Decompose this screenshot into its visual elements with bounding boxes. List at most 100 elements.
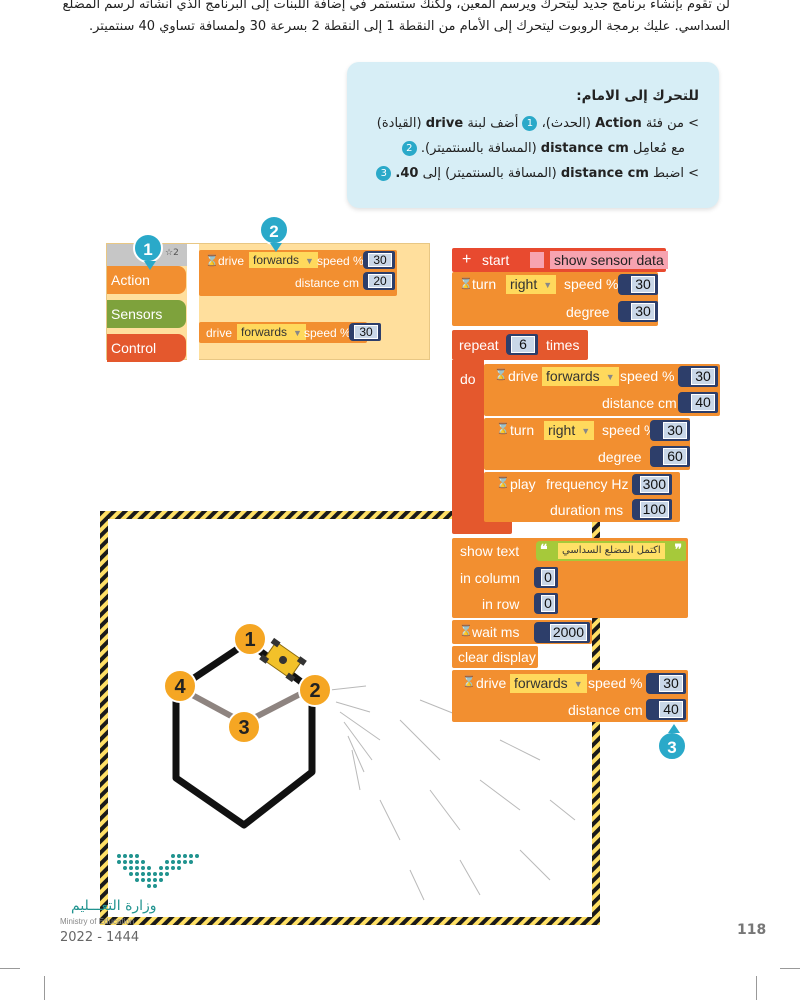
block-label: in row <box>482 596 520 612</box>
ministry-name-en: Ministry of Education <box>60 917 135 926</box>
speed-input[interactable]: 30 <box>650 420 690 441</box>
marker-pointer <box>270 243 282 252</box>
drive-block-2[interactable]: ⌛ drive forwards▼ speed % 30 distance cm… <box>452 670 688 722</box>
dropdown-arrow-icon: ▼ <box>305 255 314 266</box>
degree-input[interactable]: 30 <box>618 301 658 322</box>
direction-dropdown[interactable]: right▼ <box>544 421 595 440</box>
start-block[interactable]: + start show sensor data <box>452 248 668 272</box>
repeat-body: do <box>452 360 484 532</box>
input-value: 30 <box>691 368 715 385</box>
instruction-callout: للتحرك إلى الامام: > من فئة Action (الحد… <box>347 62 719 208</box>
input-value: 60 <box>663 448 687 465</box>
block-label: wait ms <box>472 624 520 640</box>
play-block[interactable]: ⌛ play frequency Hz 300 duration ms 100 <box>484 472 680 522</box>
callout-step-1-cont: مع مُعامِل distance cm (المسافة بالسنتمي… <box>359 136 699 161</box>
frequency-input[interactable]: 300 <box>632 474 672 495</box>
input-value: 30 <box>354 325 378 339</box>
dropdown-arrow-icon: ▼ <box>581 426 591 437</box>
callout-bold: drive <box>425 116 464 131</box>
point-2-marker <box>298 673 332 707</box>
input-value: 30 <box>368 253 392 267</box>
toolbox-drive-block[interactable]: drive forwards▼ speed % 30 <box>199 322 381 343</box>
input-value: 40 <box>659 701 683 718</box>
crop-mark <box>44 976 45 1000</box>
point-3-label: 3 <box>238 717 249 739</box>
turn-block-1[interactable]: ⌛ turn right▼ speed % 30 degree 30 <box>452 272 658 326</box>
speed-input[interactable]: 30 <box>363 251 395 269</box>
wait-input[interactable]: 2000 <box>534 622 590 643</box>
block-label: distance cm <box>602 395 677 411</box>
hourglass-icon: ⌛ <box>494 368 508 381</box>
duration-input[interactable]: 100 <box>632 499 672 520</box>
column-input[interactable]: 0 <box>534 567 558 588</box>
category-control[interactable]: Control <box>107 334 186 362</box>
input-value: 6 <box>511 336 535 353</box>
block-label: drive <box>508 368 539 384</box>
show-text-block[interactable]: show text ❝ اكتمل المضلع السداسي ❞ in co… <box>452 538 688 618</box>
block-label: clear display <box>458 649 536 665</box>
speed-input[interactable]: 30 <box>349 323 381 341</box>
degree-input[interactable]: 60 <box>650 446 690 467</box>
category-action[interactable]: Action <box>107 266 186 294</box>
block-label: speed % <box>304 326 351 340</box>
repeat-block[interactable]: repeat 6 times <box>452 330 588 360</box>
input-value: اكتمل المضلع السداسي <box>558 543 665 559</box>
category-sensors[interactable]: Sensors <box>107 300 186 328</box>
direction-dropdown[interactable]: forwards▼ <box>249 252 318 268</box>
ministry-name-ar: وزارة التعـــليم <box>71 898 157 914</box>
block-label: distance cm <box>568 702 643 718</box>
point-1-marker <box>233 622 267 656</box>
block-label: show text <box>460 543 520 559</box>
ministry-dots-icon <box>117 854 199 888</box>
block-label: distance cm <box>295 276 360 290</box>
callout-text: > اضبط <box>648 166 699 181</box>
wait-block[interactable]: ⌛ wait ms 2000 <box>452 620 592 644</box>
direction-dropdown[interactable]: forwards▼ <box>237 324 306 340</box>
direction-dropdown[interactable]: forwards▼ <box>542 367 619 386</box>
point-4-label: 4 <box>174 676 186 698</box>
text-input[interactable]: ❝ اكتمل المضلع السداسي ❞ <box>536 541 686 561</box>
direction-dropdown[interactable]: forwards▼ <box>510 674 587 693</box>
row-input[interactable]: 0 <box>534 593 558 614</box>
distance-input[interactable]: 20 <box>363 272 395 290</box>
point-2-label: 2 <box>309 680 320 702</box>
dropdown-value: right <box>510 276 538 292</box>
hourglass-icon: ⌛ <box>496 422 510 435</box>
show-sensor-data-toggle[interactable]: show sensor data <box>550 251 668 269</box>
direction-dropdown[interactable]: right▼ <box>506 275 557 294</box>
speed-input[interactable]: 30 <box>646 673 686 694</box>
toolbox-drive-distance-block[interactable]: ⌛ drive forwards▼ speed % 30 distance cm… <box>199 250 397 296</box>
input-value: 30 <box>659 675 683 692</box>
clear-display-block[interactable]: clear display <box>452 646 538 668</box>
dropdown-arrow-icon: ▼ <box>293 327 302 338</box>
block-label: frequency Hz <box>546 476 629 492</box>
callout-bold: distance cm <box>560 166 649 181</box>
block-label: turn <box>472 276 497 292</box>
intro-line-1: لن تقوم بإنشاء برنامج جديد ليتحرك ويرسم … <box>62 0 730 12</box>
input-value: 30 <box>631 276 655 293</box>
marker-pointer <box>668 724 680 733</box>
distance-input[interactable]: 40 <box>678 392 718 413</box>
checkbox-icon[interactable] <box>530 252 544 268</box>
marker-number: 1 <box>143 240 153 259</box>
block-label: repeat <box>459 337 499 353</box>
input-value: 30 <box>631 303 655 320</box>
distance-input[interactable]: 40 <box>646 699 686 720</box>
block-label: turn <box>510 422 535 438</box>
input-value: 0 <box>541 569 555 586</box>
speed-input[interactable]: 30 <box>618 274 658 295</box>
block-label: drive <box>218 254 245 268</box>
block-label: start <box>482 252 510 268</box>
page-number: 118 <box>737 922 767 938</box>
block-label: in column <box>460 570 520 586</box>
callout-bold: Action <box>595 116 642 131</box>
step-marker-1: 1 <box>133 233 163 270</box>
dropdown-arrow-icon: ▼ <box>605 372 615 383</box>
input-value: 20 <box>368 274 392 288</box>
turn-block-2[interactable]: ⌛ turn right▼ speed % 30 degree 60 <box>484 418 690 470</box>
speed-input[interactable]: 30 <box>678 366 718 387</box>
point-1-label: 1 <box>244 629 255 651</box>
drive-block-1[interactable]: ⌛ drive forwards▼ speed % 30 distance cm… <box>484 364 720 416</box>
repeat-count-input[interactable]: 6 <box>506 334 538 355</box>
add-icon[interactable]: + <box>462 251 472 268</box>
